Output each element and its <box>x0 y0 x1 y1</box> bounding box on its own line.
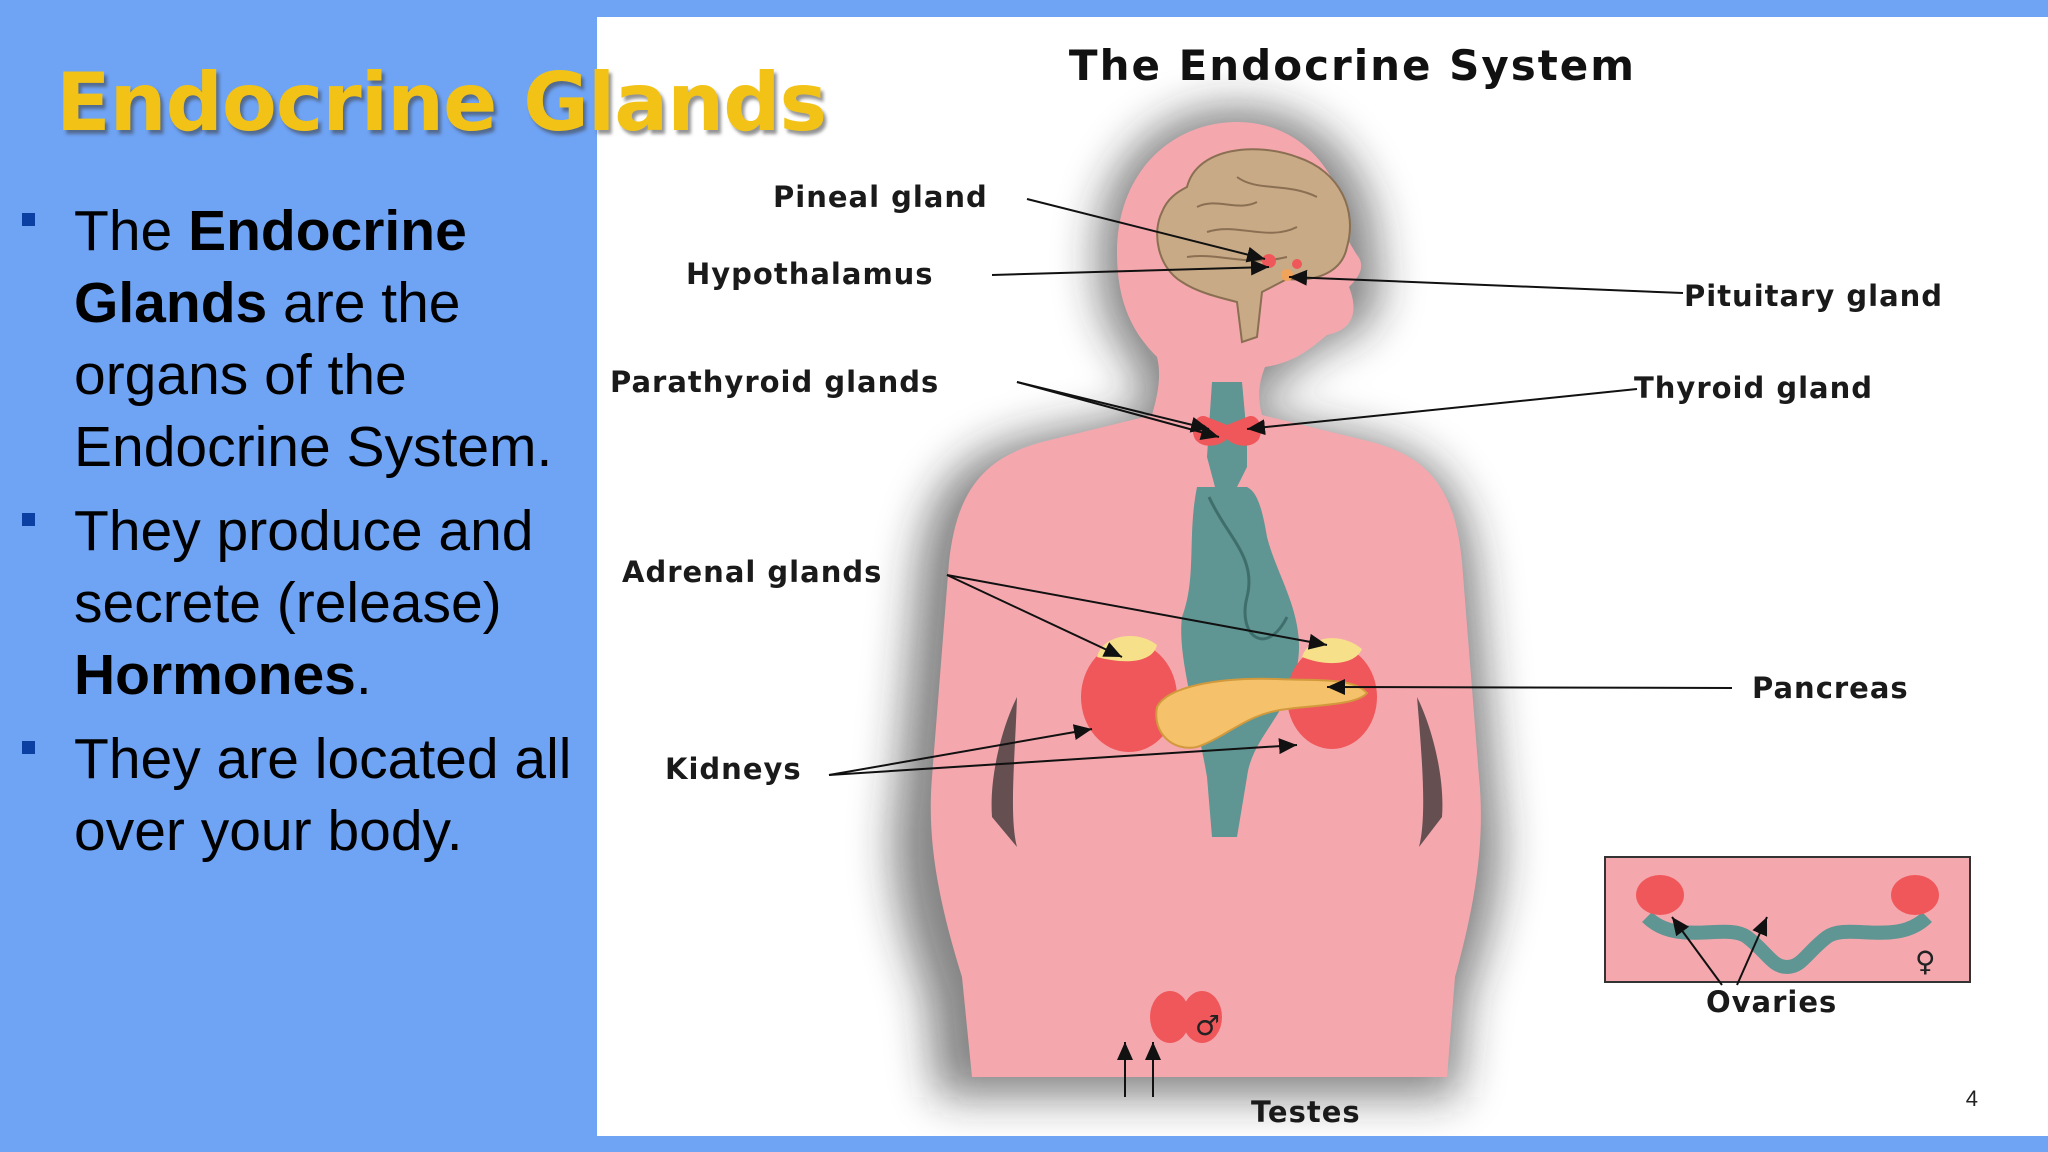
body-illustration <box>828 107 1971 1097</box>
slide-title: Endocrine Glands <box>56 56 827 149</box>
bullet-item: They produce and secrete (release) Hormo… <box>20 495 600 711</box>
great-vessels <box>1181 487 1300 837</box>
label-testes: Testes <box>1251 1095 1361 1129</box>
label-adrenal-glands: Adrenal glands <box>622 555 883 589</box>
bullet-text-part: . <box>355 643 372 707</box>
bullet-square-icon <box>22 513 35 526</box>
bullet-text: The Endocrine Glands are the organs of t… <box>74 195 600 483</box>
label-thyroid-gland: Thyroid gland <box>1634 371 1874 405</box>
bullet-text-part: The <box>74 199 189 263</box>
bullet-text: They produce and secrete (release) Hormo… <box>74 495 600 711</box>
page-number: 4 <box>1965 1086 1978 1111</box>
bullet-text: They are located all over your body. <box>74 723 600 867</box>
bullet-text-part: are the organs of the Endocrine System. <box>74 271 553 479</box>
label-parathyroid-glands: Parathyroid glands <box>610 365 940 399</box>
label-hypothalamus: Hypothalamus <box>686 257 934 291</box>
female-symbol-icon: ♀ <box>1915 945 1936 978</box>
label-pituitary-gland: Pituitary gland <box>1684 279 1944 313</box>
bullet-square-icon <box>22 213 35 226</box>
bullet-item: They are located all over your body. <box>20 723 600 867</box>
label-ovaries: Ovaries <box>1706 985 1838 1019</box>
diagram-title: The Endocrine System <box>1068 41 1637 90</box>
label-kidneys: Kidneys <box>665 752 802 786</box>
label-pancreas: Pancreas <box>1752 671 1909 705</box>
bullet-item: The Endocrine Glands are the organs of t… <box>20 195 600 483</box>
endocrine-diagram: The Endocrine System Pineal gland Hypoth… <box>597 17 2048 1136</box>
bullet-text-part: They produce and secrete (release) <box>74 499 534 635</box>
left-testis <box>1150 991 1190 1043</box>
right-testis <box>1182 991 1222 1043</box>
bullet-text-bold: Endocrine Glands <box>74 199 467 335</box>
left-ovary <box>1636 875 1684 915</box>
male-symbol-icon: ♂ <box>1195 1009 1221 1042</box>
right-ovary <box>1891 875 1939 915</box>
label-pineal-gland: Pineal gland <box>773 180 988 214</box>
pancreas <box>1155 677 1369 749</box>
bullet-text-part: They are located all over your body. <box>74 727 572 863</box>
left-kidney <box>1081 642 1177 752</box>
bullet-square-icon <box>22 741 35 754</box>
bullet-text-bold: Hormones <box>74 643 356 707</box>
bullet-list: The Endocrine Glands are the organs of t… <box>20 195 600 879</box>
